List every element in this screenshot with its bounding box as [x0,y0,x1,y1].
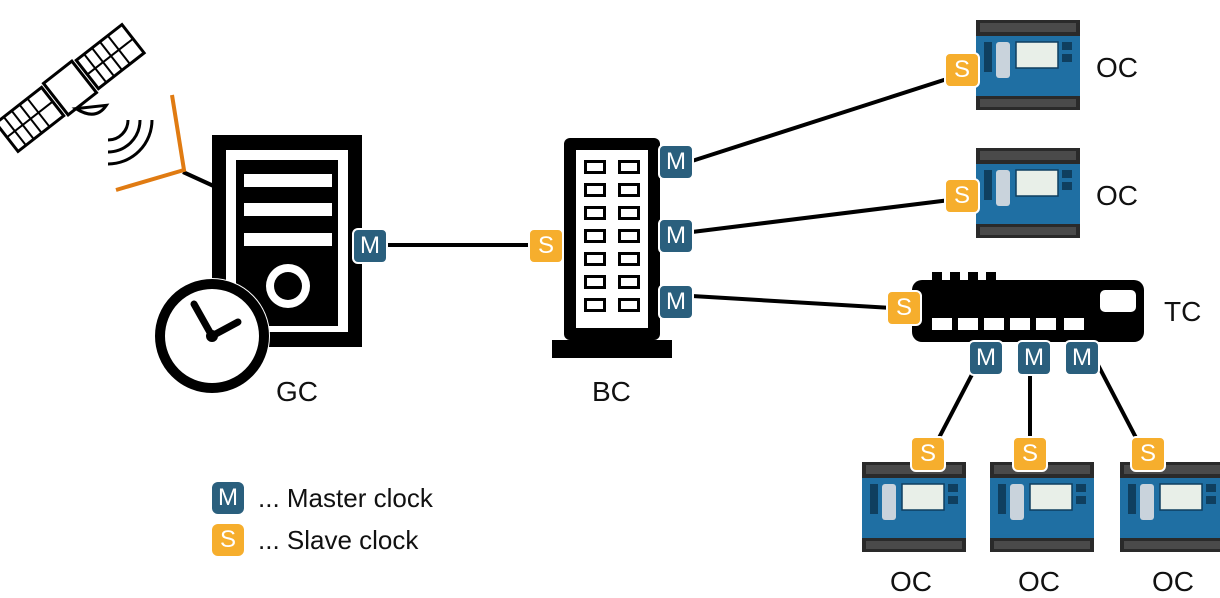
signal-waves [107,119,154,166]
clock-icon [154,278,270,394]
energy-meter-icon [1119,461,1220,553]
master-badge-bc-3: M [658,284,694,320]
switch-port-socket [587,255,603,263]
switch-port-socket [587,232,603,240]
energy-meter-icon [861,461,967,553]
master-badge-tc-2: M [1016,340,1052,376]
switch-port-socket [587,209,603,217]
switch-port-socket [587,186,603,194]
master-badge-bc-2: M [658,218,694,254]
energy-meter-icon [975,147,1081,239]
label-oc-3: OC [890,566,932,597]
switch-icon [552,138,672,358]
slave-badge-oc-5: S [1130,436,1166,472]
legend-slave-text: ... Slave clock [258,524,419,555]
label-oc-2: OC [1096,180,1138,211]
switch-port-socket [621,232,637,240]
slave-badge-oc-2: S [944,178,980,214]
switch-port-socket [587,278,603,286]
switch-port-socket [587,301,603,309]
router-icon [912,272,1144,342]
energy-meter-icon [975,19,1081,111]
label-oc-1: OC [1096,52,1138,83]
master-badge-gc: M [352,228,388,264]
energy-meter-icon [989,461,1095,553]
link-bc-oc2 [691,198,951,234]
switch-port-socket [621,301,637,309]
label-bc: BC [592,376,631,407]
slave-badge-oc-4: S [1012,436,1048,472]
legend-master: M ... Master clock [212,480,433,516]
legend-slave: S ... Slave clock [212,522,418,558]
switch-port-socket [621,255,637,263]
legend-slave-badge: S [212,524,244,556]
legend-master-text: ... Master clock [258,482,433,513]
switch-port-socket [621,186,637,194]
slave-badge-tc: S [886,290,922,326]
label-gc: GC [276,376,318,407]
switch-port-socket [587,163,603,171]
master-badge-bc-1: M [658,144,694,180]
switch-port-socket [621,163,637,171]
switch-port-socket [621,278,637,286]
label-tc: TC [1164,296,1202,327]
switch-port-socket [621,209,637,217]
slave-badge-bc: S [528,228,564,264]
satellite-icon [0,22,147,154]
master-badge-tc-1: M [968,340,1004,376]
slave-badge-oc-3: S [910,436,946,472]
slave-badge-oc-1: S [944,52,980,88]
link-bc-oc1 [691,76,951,163]
master-badge-tc-3: M [1064,340,1100,376]
label-oc-4: OC [1018,566,1060,597]
legend-master-badge: M [212,482,244,514]
link-bc-tc [691,294,893,310]
antenna-icon [115,94,187,192]
label-oc-5: OC [1152,566,1194,597]
